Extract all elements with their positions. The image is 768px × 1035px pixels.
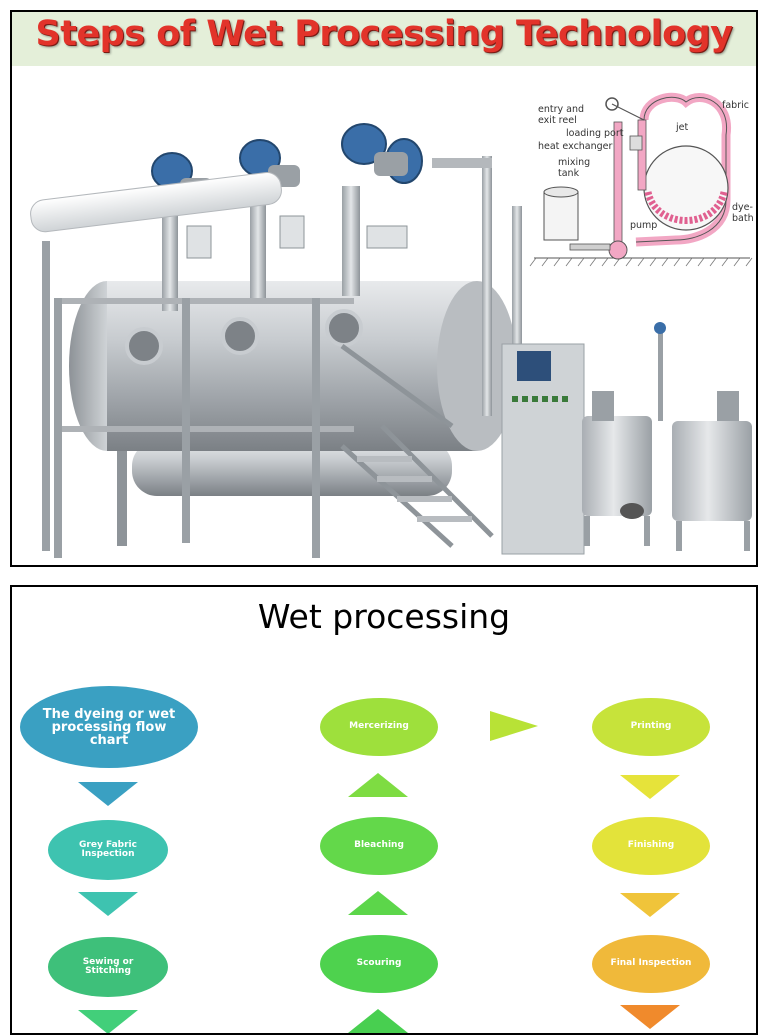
label-bath: bath (732, 213, 754, 224)
node-mercerizing: Mercerizing (320, 698, 438, 756)
jet-dyeing-machine-photo (30, 123, 752, 558)
arrow-up-2 (348, 891, 408, 915)
arrow-up-3 (348, 1009, 408, 1033)
arrow-right (490, 711, 538, 741)
jet-dyeing-schematic: entry and exit reel loading port heat ex… (526, 80, 754, 270)
node-flowchart: The dyeing or wet processing flow chart (20, 686, 198, 768)
arrow-down-2 (78, 892, 138, 916)
slide2-title: Wet processing (257, 597, 511, 636)
arrow-down-3 (78, 1010, 138, 1033)
node-bleaching: Bleaching (320, 817, 438, 875)
slide-flow-chart: Wet processing The dyeing or wet process… (10, 585, 758, 1035)
node-finishing: Finishing (592, 817, 710, 875)
slide-machine-photo: Steps of Wet Processing Technology (10, 10, 758, 567)
arrow-down-1 (78, 782, 138, 806)
label-jet: jet (675, 122, 688, 133)
label-heat-exchanger: heat exchanger (538, 141, 613, 152)
label-fabric: fabric (722, 100, 749, 111)
label-entry-reel: entry and (538, 104, 584, 115)
arrow-down-6 (620, 1005, 680, 1029)
label-exit-reel: exit reel (538, 115, 577, 126)
arrow-up-1 (348, 773, 408, 797)
label-tank: tank (558, 168, 580, 179)
arrow-down-4 (620, 775, 680, 799)
node-grey-inspection: Grey Fabric Inspection (48, 820, 168, 880)
node-printing: Printing (592, 698, 710, 756)
node-sewing: Sewing or Stitching (48, 937, 168, 997)
title-bar: Steps of Wet Processing Technology (12, 12, 756, 66)
arrow-down-5 (620, 893, 680, 917)
node-final-inspection: Final Inspection (592, 935, 710, 993)
label-dye: dye- (732, 202, 753, 213)
label-loading-port: loading port (566, 128, 624, 139)
label-pump: pump (630, 220, 657, 231)
slide-title: Steps of Wet Processing Technology (35, 14, 733, 54)
label-mixing: mixing (558, 157, 590, 168)
node-scouring: Scouring (320, 935, 438, 993)
